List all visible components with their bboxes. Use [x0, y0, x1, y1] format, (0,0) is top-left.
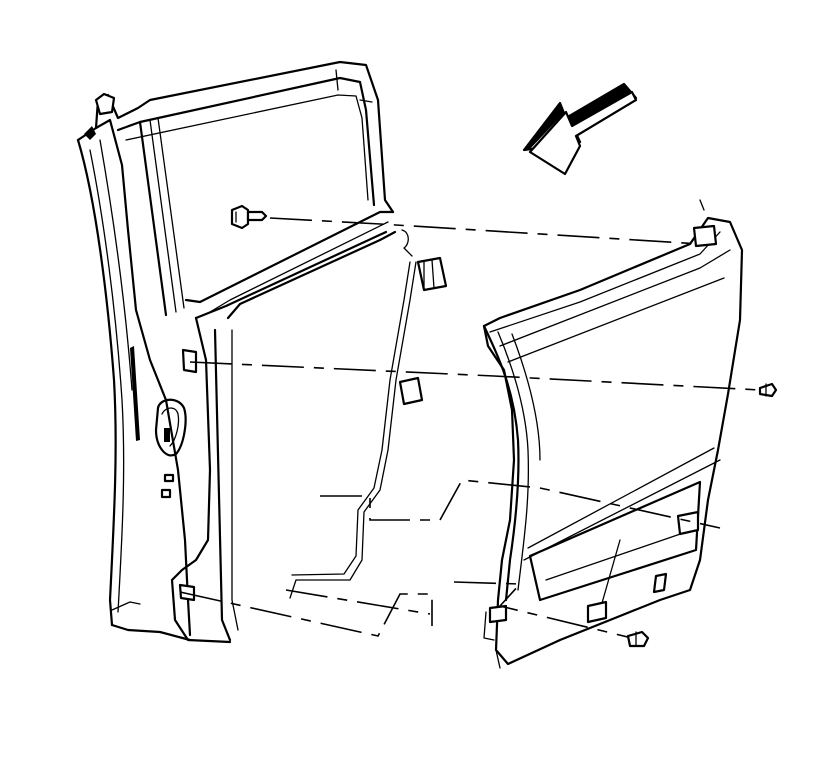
lower-screw: [626, 630, 650, 648]
middle-screw: [758, 382, 778, 398]
door-trim-panel: [482, 199, 744, 669]
upper-front-screw: [230, 204, 268, 230]
leader-lines: [179, 217, 761, 641]
forward-arrow-icon: [522, 82, 638, 176]
door-inner-frame: [76, 60, 448, 644]
link-rod: [289, 261, 417, 599]
